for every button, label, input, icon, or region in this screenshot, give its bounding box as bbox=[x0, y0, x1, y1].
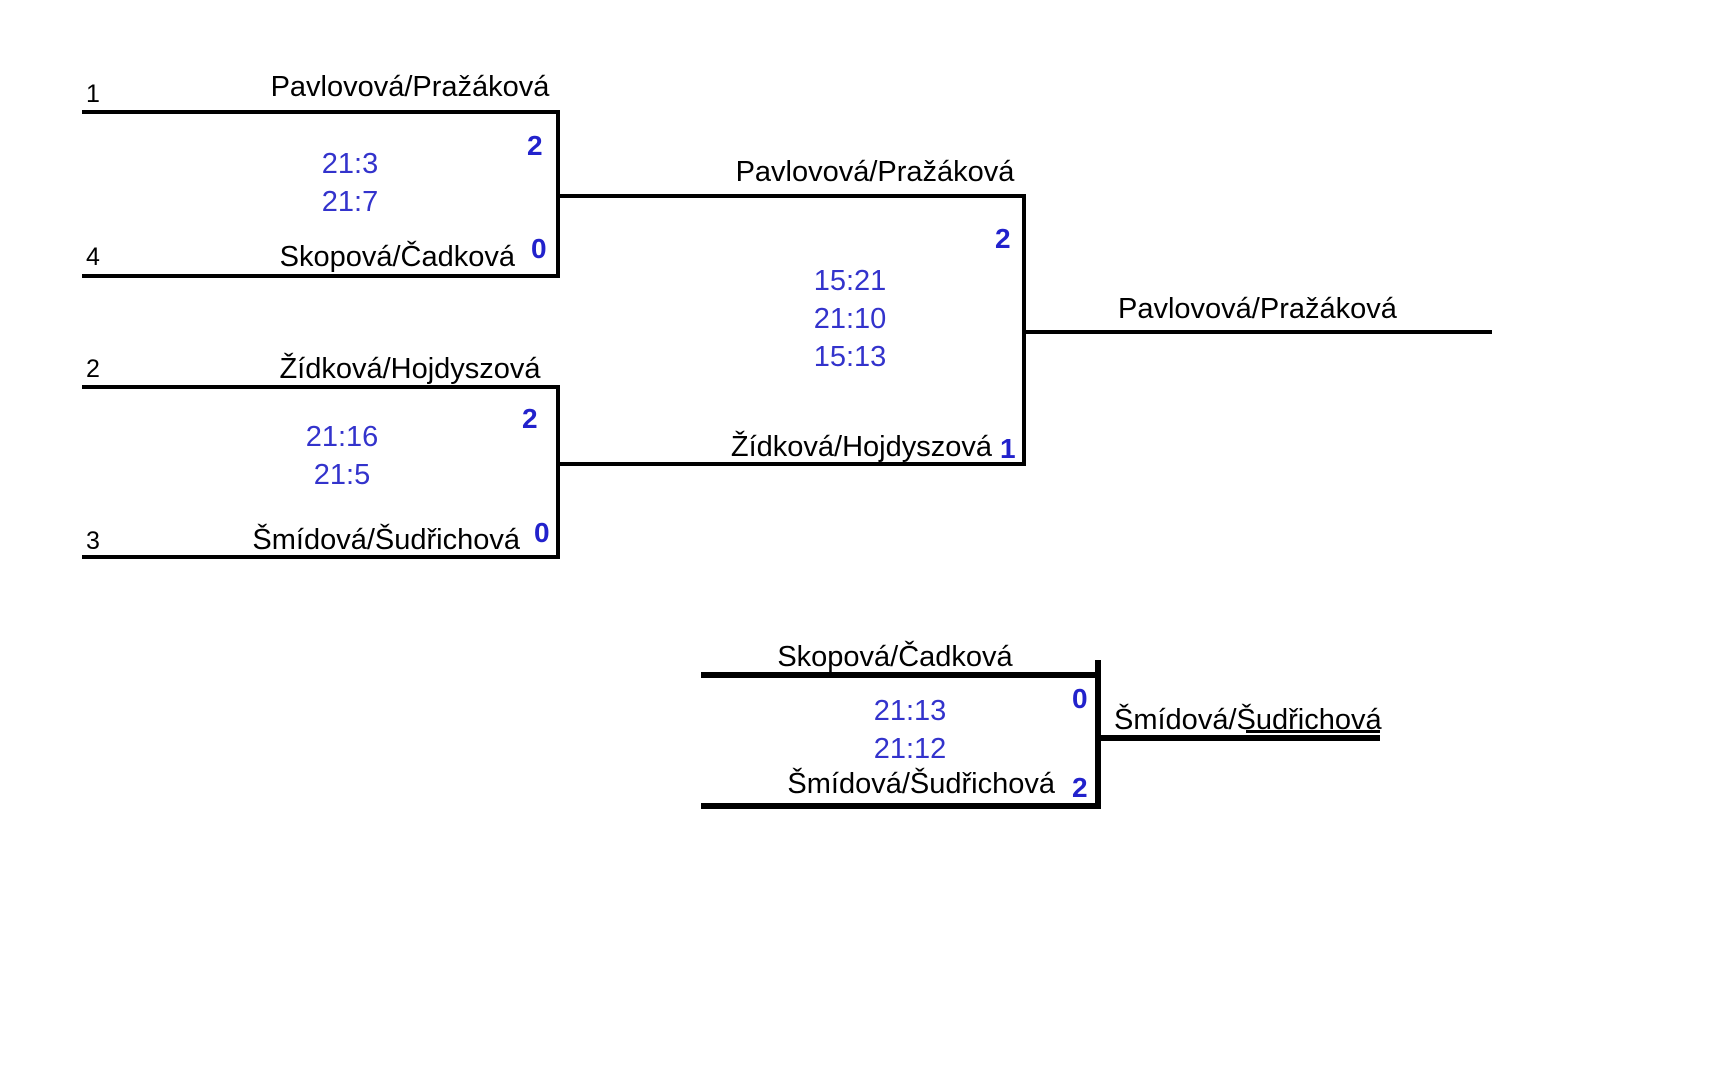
team-label-match-b-top: Žídková/Hojdyszová bbox=[279, 353, 541, 385]
team-label-match-a-top: Pavlovová/Pražáková bbox=[270, 71, 550, 103]
match-b-bottom-points: 0 bbox=[534, 517, 550, 548]
champion-label: Pavlovová/Pražáková bbox=[1118, 293, 1397, 325]
final-set-scores: 15:21 21:10 15:13 bbox=[730, 262, 970, 376]
team-label-third-bottom: Šmídová/Šudřichová bbox=[787, 768, 1055, 800]
seed-number-match-b-top: 2 bbox=[86, 355, 100, 383]
match-a-bottom-line bbox=[82, 274, 560, 278]
match-a-top-points: 2 bbox=[527, 130, 543, 161]
match-b-set-2: 21:5 bbox=[313, 459, 371, 491]
team-label-final-bottom: Žídková/Hojdyszová bbox=[730, 431, 992, 463]
third-place-top-line bbox=[701, 672, 1101, 678]
third-place-top-points: 0 bbox=[1072, 683, 1088, 714]
third-place-winner-underline bbox=[1246, 730, 1380, 733]
third-place-bottom-line bbox=[701, 803, 1101, 809]
team-label-final-top: Pavlovová/Pražáková bbox=[735, 156, 1015, 188]
third-place-winner-line bbox=[1095, 735, 1380, 741]
final-set-1: 15:21 bbox=[813, 265, 887, 297]
match-a-set-2: 21:7 bbox=[321, 186, 379, 218]
match-a-set-1: 21:3 bbox=[321, 148, 379, 180]
seed-number-match-a-top: 1 bbox=[86, 80, 100, 108]
match-b-set-1: 21:16 bbox=[305, 421, 379, 453]
team-label-match-a-bottom: Skopová/Čadková bbox=[279, 241, 515, 273]
third-place-set-2: 21:12 bbox=[873, 733, 947, 765]
match-a-top-line bbox=[82, 110, 560, 114]
match-b-bracket-connector bbox=[556, 385, 560, 559]
match-b-top-line bbox=[82, 385, 560, 389]
match-a-bottom-points: 0 bbox=[531, 233, 547, 264]
third-place-bottom-points: 2 bbox=[1072, 772, 1088, 803]
final-bottom-feed-line bbox=[556, 462, 1026, 466]
match-a-set-scores: 21:3 21:7 bbox=[230, 145, 470, 221]
final-set-2: 21:10 bbox=[813, 303, 887, 335]
seed-number-match-b-bottom: 3 bbox=[86, 527, 100, 555]
final-set-3: 15:13 bbox=[813, 341, 887, 373]
final-bottom-points: 1 bbox=[1000, 433, 1016, 464]
match-b-bottom-line bbox=[82, 555, 560, 559]
team-label-third-top: Skopová/Čadková bbox=[777, 641, 1013, 673]
third-place-set-scores: 21:13 21:12 bbox=[800, 692, 1020, 768]
match-b-set-scores: 21:16 21:5 bbox=[222, 418, 462, 494]
third-place-bracket-connector bbox=[1095, 660, 1101, 809]
seed-number-match-a-bottom: 4 bbox=[86, 243, 100, 271]
final-top-feed-line bbox=[556, 194, 1026, 198]
match-b-top-points: 2 bbox=[522, 403, 538, 434]
third-place-set-1: 21:13 bbox=[873, 695, 947, 727]
final-top-points: 2 bbox=[995, 223, 1011, 254]
champion-line bbox=[1022, 330, 1492, 334]
team-label-match-b-bottom: Šmídová/Šudřichová bbox=[252, 524, 520, 556]
